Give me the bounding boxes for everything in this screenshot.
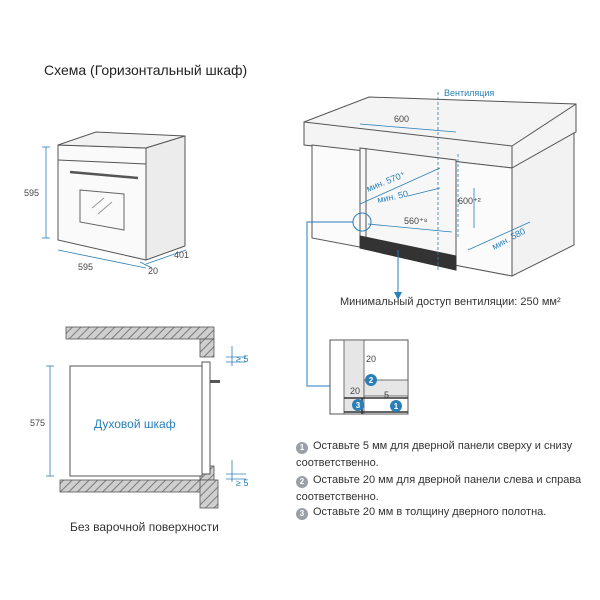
side-caption: Без варочной поверхности (70, 520, 219, 534)
oven-dimensions (42, 146, 187, 269)
detail-5: 5 (384, 390, 389, 400)
legend-item-3: 3 Оставьте 20 мм в толщину дверного полот… (296, 504, 586, 521)
detail-leader-line (306, 221, 353, 387)
legend-number-1: 1 (296, 441, 308, 454)
cabinet-drawing (303, 96, 577, 277)
side-section (59, 326, 220, 509)
oven-width-label: 595 (78, 262, 93, 272)
gap-bottom-label: ≥ 5 (236, 478, 248, 488)
detail-marker-2-text: 2 (369, 376, 374, 385)
diagram-title: Схема (Горизонтальный шкаф) (44, 62, 248, 78)
oven-depth-label: 401 (174, 250, 189, 260)
width-600-label: 600 (394, 114, 409, 124)
oven-height-label: 595 (24, 188, 39, 198)
detail-20-right: 20 (366, 354, 376, 364)
oven-label: Духовой шкаф (94, 417, 176, 431)
oven-drawing (57, 131, 186, 261)
side-dimensions (46, 346, 246, 482)
legend-text-2: Оставьте 20 мм для дверной панели слева … (296, 474, 582, 503)
legend-text-3: Оставьте 20 мм в толщину дверного полотн… (313, 506, 547, 518)
detail-marker-3 (352, 399, 364, 411)
side-height-label: 575 (30, 418, 45, 428)
detail-20-left: 20 (350, 386, 360, 396)
detail-marker-3-text: 3 (356, 401, 361, 410)
ventilation-label: Вентиляция (444, 88, 494, 98)
vent-note: Минимальный доступ вентиляции: 250 мм² (340, 296, 561, 308)
detail-marker-1 (390, 400, 402, 412)
gap-top-label: ≥ 5 (236, 354, 248, 364)
width-560-label: 560⁺⁸ (404, 216, 428, 226)
legend-number-3: 3 (296, 507, 308, 520)
legend-text-1: Оставьте 5 мм для дверной панели сверху … (296, 440, 573, 469)
height-600-label: 600⁺² (458, 196, 481, 206)
detail-marker-2 (365, 374, 377, 386)
cabinet-dimensions (359, 92, 531, 272)
detail-marker-1-text: 1 (394, 402, 399, 411)
vent-arrowhead (394, 292, 402, 300)
oven-front-label: 20 (148, 266, 158, 276)
legend-number-2: 2 (296, 475, 308, 488)
